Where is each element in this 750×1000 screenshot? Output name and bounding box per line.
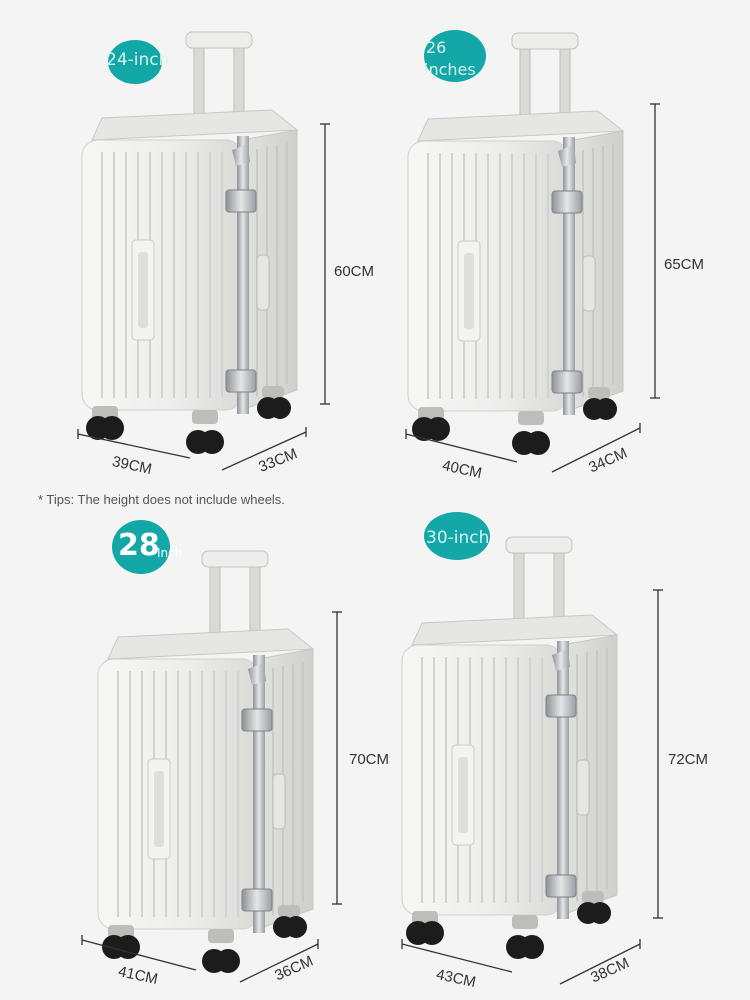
size-badge-24: 24-inch: [106, 50, 170, 70]
size-badge-30: 30-inch: [426, 528, 490, 548]
suitcase-24-image: [81, 31, 298, 455]
suitcase-26-image: [407, 32, 624, 456]
size-badge-24-bg: [108, 40, 162, 84]
height-label-26: 65CM: [664, 256, 705, 273]
suitcase-28-image: [97, 550, 314, 974]
dimension-lines: [77, 103, 663, 985]
height-label-28: 70CM: [349, 751, 390, 768]
size-badge-26-line1: 26: [426, 38, 447, 57]
height-label-24: 60CM: [334, 263, 375, 280]
suitcase-30-image: [401, 536, 618, 960]
size-badge-28-bg: [112, 520, 170, 574]
size-badge-28-unit: Inch: [157, 546, 183, 560]
size-badge-26-bg: [424, 30, 486, 82]
size-badge-28-number: 28: [118, 528, 160, 563]
tips-note: * Tips: The height does not include whee…: [38, 492, 285, 507]
height-label-30: 72CM: [668, 751, 709, 768]
size-badge-26-line2: inches: [424, 60, 476, 79]
size-badge-30-bg: [424, 512, 490, 560]
